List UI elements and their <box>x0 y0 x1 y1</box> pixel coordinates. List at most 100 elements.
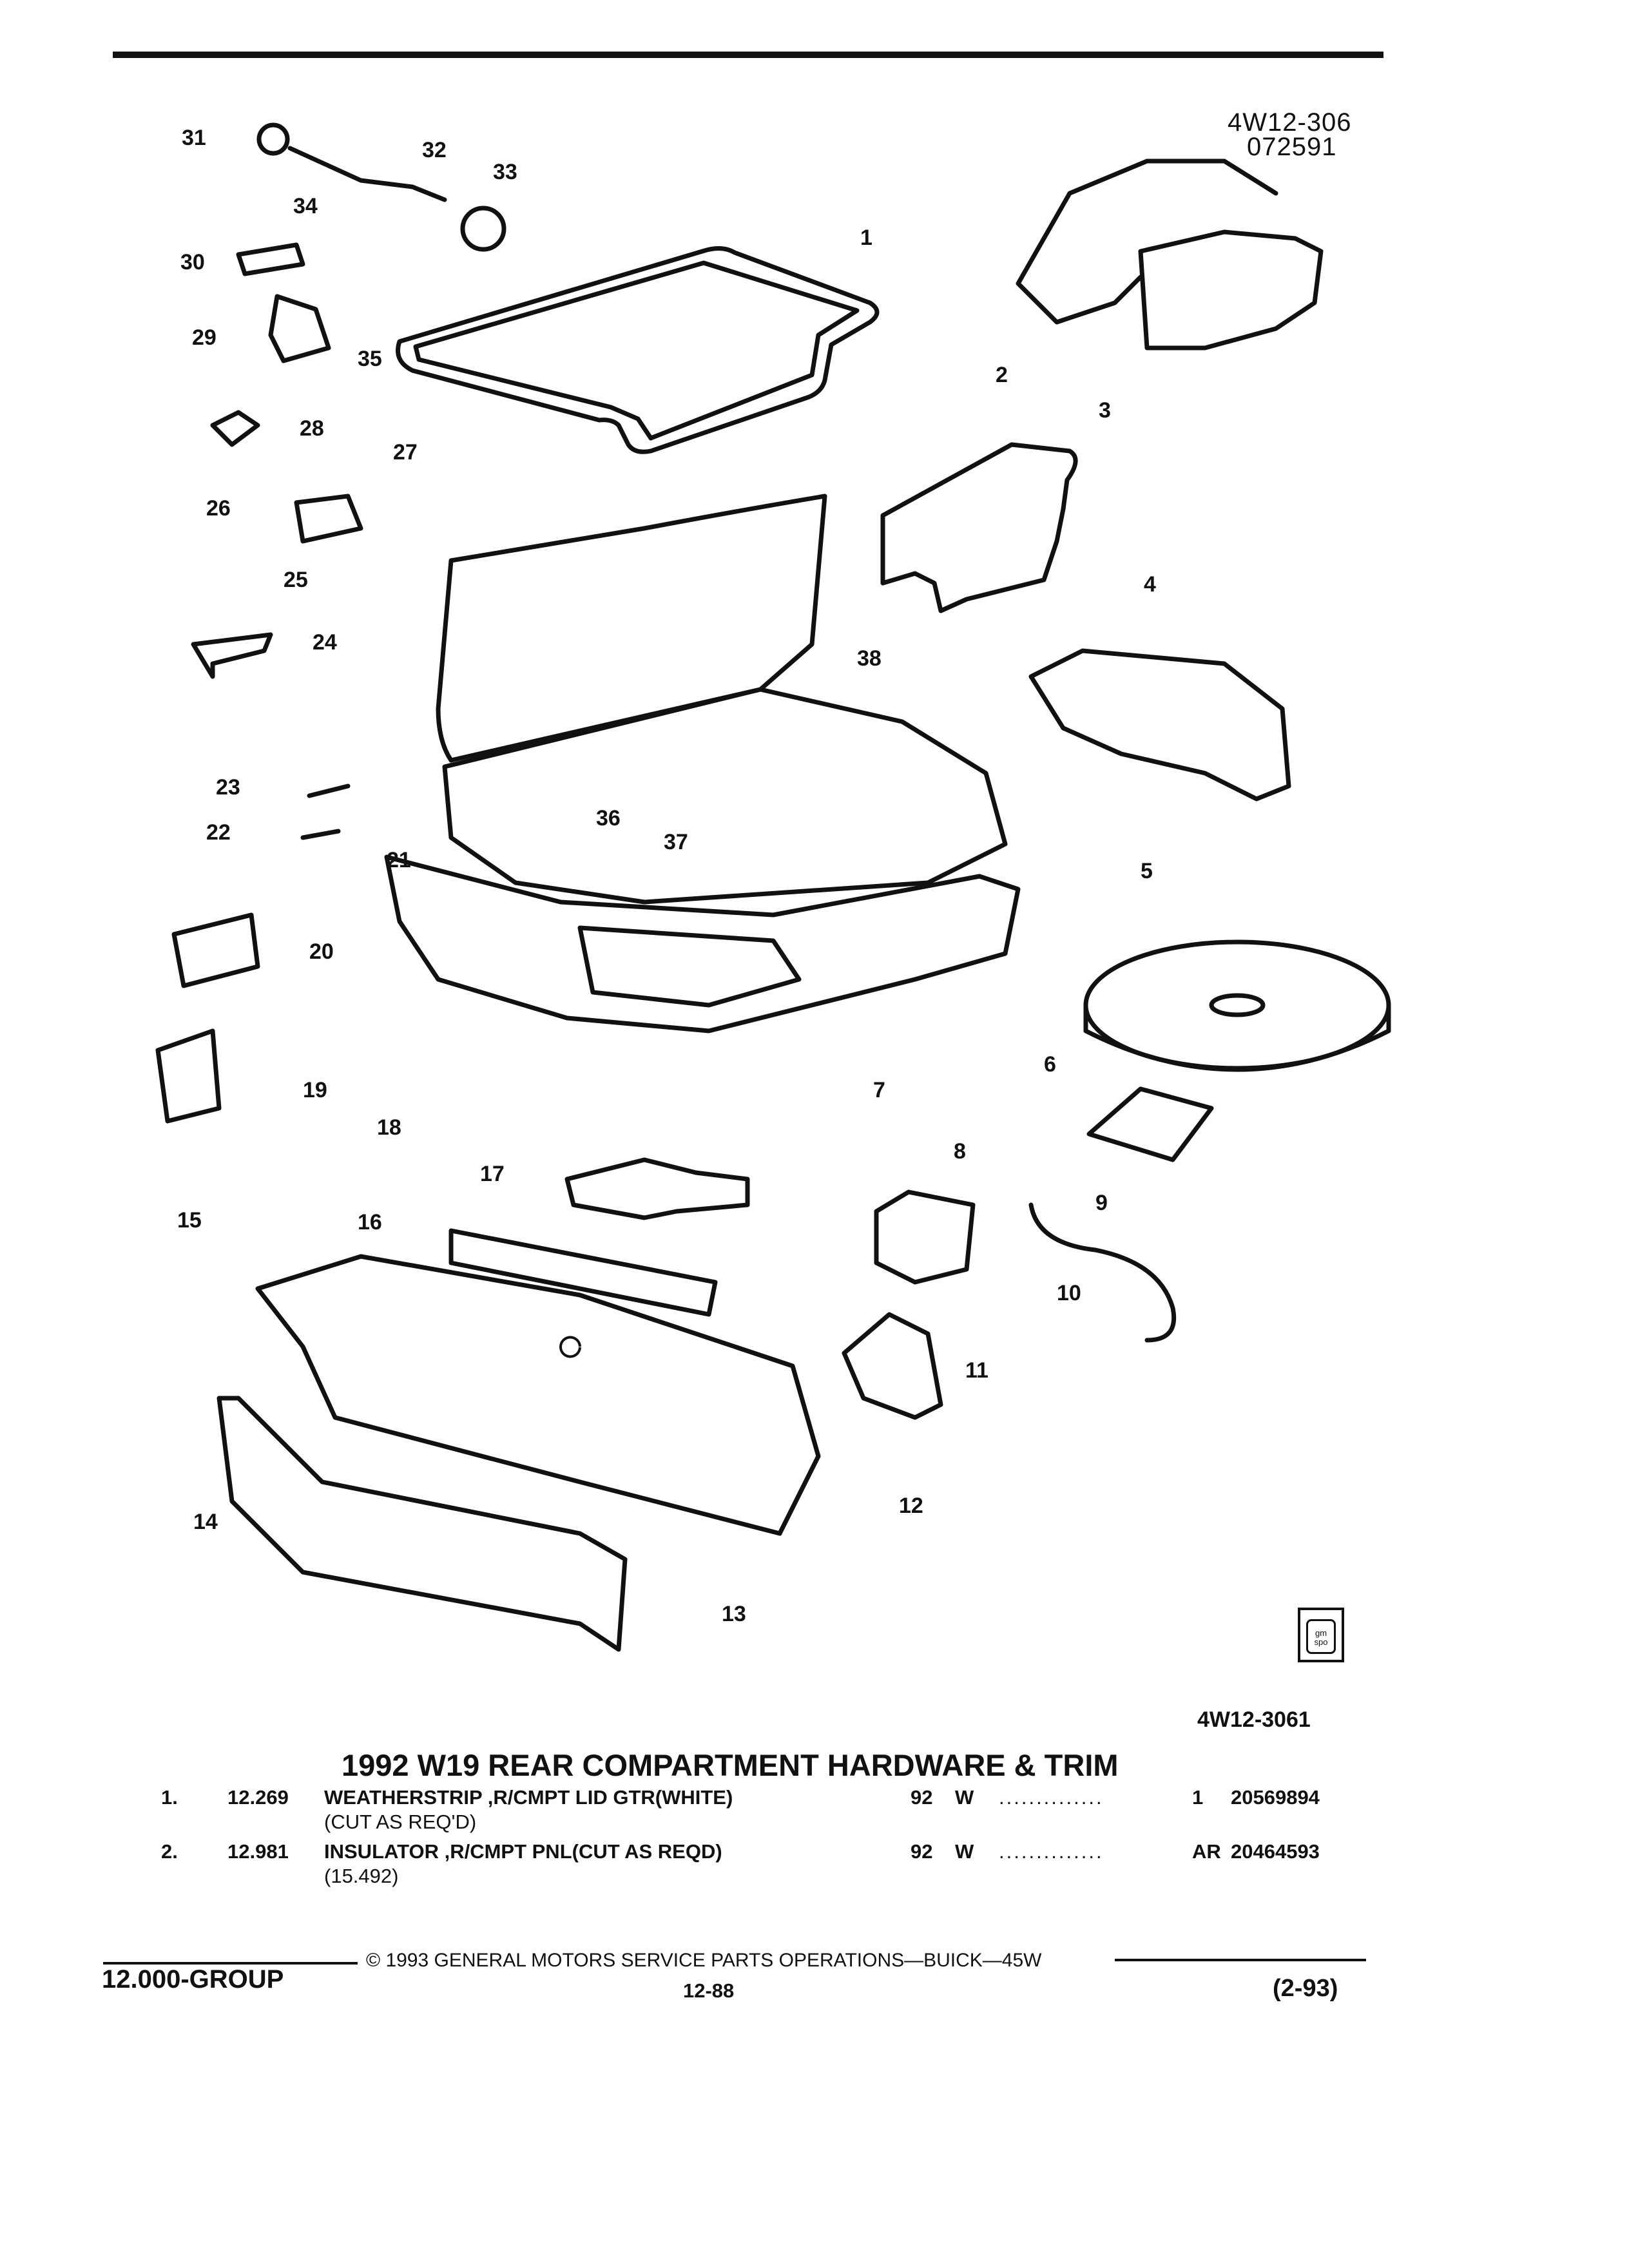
gm-spo-logo: gm spo <box>1298 1608 1344 1662</box>
callout-23: 23 <box>216 775 240 800</box>
footer-rule-left <box>103 1962 358 1965</box>
trunk-opening <box>442 687 1008 905</box>
callout-5: 5 <box>1141 859 1153 883</box>
rear-reinforcement <box>448 1228 718 1317</box>
callout-32: 32 <box>422 138 447 162</box>
callout-3: 3 <box>1099 398 1111 423</box>
part-row: 2. 12.981 INSULATOR ,R/CMPT PNL(CUT AS R… <box>161 1840 1373 1907</box>
footer-page-number: 12-88 <box>683 1979 735 2002</box>
weatherstrip-outline <box>396 246 880 454</box>
callout-7: 7 <box>873 1078 885 1102</box>
callout-31: 31 <box>182 126 206 150</box>
part-catalog-number: 20464593 <box>1231 1840 1320 1863</box>
bumper-fascia <box>217 1396 628 1652</box>
callout-33: 33 <box>493 160 517 184</box>
callout-13: 13 <box>722 1602 746 1626</box>
footer-rule-right <box>1115 1959 1366 1961</box>
rear-latch <box>874 1189 976 1285</box>
gm-spo-logo-text: gm spo <box>1306 1619 1336 1654</box>
diagram-reference-line1: 4W12-306 <box>1228 108 1352 137</box>
callout-27: 27 <box>393 440 418 465</box>
part-note: (CUT AS REQ'D) <box>324 1811 477 1833</box>
callout-6: 6 <box>1044 1052 1056 1077</box>
release-cable <box>1028 1202 1177 1343</box>
insulator-panel <box>880 442 1078 613</box>
part-quantity: 1 <box>1192 1786 1204 1809</box>
pad <box>236 242 305 276</box>
callout-26: 26 <box>206 496 231 521</box>
rear-end-panel <box>255 1254 821 1536</box>
striker-bracket <box>842 1312 943 1420</box>
trunk-trim-panel <box>1028 648 1291 802</box>
catalog-id: 4W12-3061 <box>1197 1707 1311 1732</box>
weatherstrip-inner <box>413 260 860 441</box>
part-description: WEATHERSTRIP ,R/CMPT LID GTR(WHITE) <box>324 1786 733 1809</box>
grommet <box>256 122 290 156</box>
stud <box>300 829 341 840</box>
part-series-code: W <box>955 1786 974 1809</box>
leader-dots: .............. <box>999 1786 1104 1809</box>
switch <box>294 494 363 544</box>
part-number: 2. <box>161 1840 178 1863</box>
part-ref: 12.269 <box>227 1786 289 1809</box>
footer-date: (2-93) <box>1273 1975 1338 2002</box>
hinge <box>155 1028 222 1124</box>
part-quantity: AR <box>1192 1840 1221 1863</box>
side-trim-panel <box>1138 229 1324 351</box>
screw <box>307 783 351 798</box>
callout-2: 2 <box>996 363 1008 387</box>
callout-19: 19 <box>303 1078 327 1102</box>
callout-29: 29 <box>192 325 217 350</box>
callout-28: 28 <box>300 416 324 441</box>
diagram-reference-line2: 072591 <box>1247 133 1337 161</box>
label-card <box>1086 1086 1214 1162</box>
car-quarter-outline <box>1016 159 1278 325</box>
callout-1: 1 <box>860 226 872 250</box>
part-year: 92 <box>911 1786 933 1809</box>
rear-bumper-body <box>384 854 1021 1033</box>
leader-dots: .............. <box>999 1840 1104 1863</box>
callout-25: 25 <box>284 568 308 592</box>
callout-21: 21 <box>387 848 411 872</box>
footer-group: 12.000-GROUP <box>102 1965 284 1994</box>
top-rule <box>113 52 1383 58</box>
parts-list: 1. 12.269 WEATHERSTRIP ,R/CMPT LID GTR(W… <box>161 1786 1373 1907</box>
callout-20: 20 <box>309 939 334 964</box>
part-number: 1. <box>161 1786 178 1809</box>
callout-34: 34 <box>293 194 318 218</box>
callout-14: 14 <box>193 1510 218 1534</box>
part-series-code: W <box>955 1840 974 1863</box>
callout-18: 18 <box>377 1115 401 1140</box>
callout-12: 12 <box>899 1494 923 1518</box>
section-title: 1992 W19 REAR COMPARTMENT HARDWARE & TRI… <box>342 1748 1119 1782</box>
lid-release-actuator <box>564 1157 750 1220</box>
part-ref: 12.981 <box>227 1840 289 1863</box>
clip <box>191 632 273 679</box>
callout-15: 15 <box>177 1208 202 1233</box>
trunk-lid <box>436 494 827 763</box>
callout-24: 24 <box>313 630 337 655</box>
footer-copyright: © 1993 GENERAL MOTORS SERVICE PARTS OPER… <box>366 1950 1042 1971</box>
callout-9: 9 <box>1095 1191 1108 1215</box>
part-description: INSULATOR ,R/CMPT PNL(CUT AS REQD) <box>324 1840 722 1863</box>
fuel-label <box>171 912 260 988</box>
callout-38: 38 <box>857 646 882 671</box>
lock-cylinder-rod <box>287 146 447 202</box>
bumper-stop <box>210 410 260 447</box>
callout-37: 37 <box>664 830 688 854</box>
callout-16: 16 <box>358 1210 382 1235</box>
bracket <box>268 294 331 363</box>
callout-36: 36 <box>596 806 621 831</box>
callout-10: 10 <box>1057 1281 1081 1305</box>
callout-8: 8 <box>954 1139 966 1164</box>
part-note: (15.492) <box>324 1865 399 1887</box>
part-row: 1. 12.269 WEATHERSTRIP ,R/CMPT LID GTR(W… <box>161 1786 1373 1853</box>
callout-30: 30 <box>180 250 205 274</box>
part-catalog-number: 20569894 <box>1231 1786 1320 1809</box>
callout-22: 22 <box>206 820 231 845</box>
callout-17: 17 <box>480 1162 505 1186</box>
callout-11: 11 <box>965 1358 988 1383</box>
lock-cylinder <box>460 206 506 252</box>
part-year: 92 <box>911 1840 933 1863</box>
